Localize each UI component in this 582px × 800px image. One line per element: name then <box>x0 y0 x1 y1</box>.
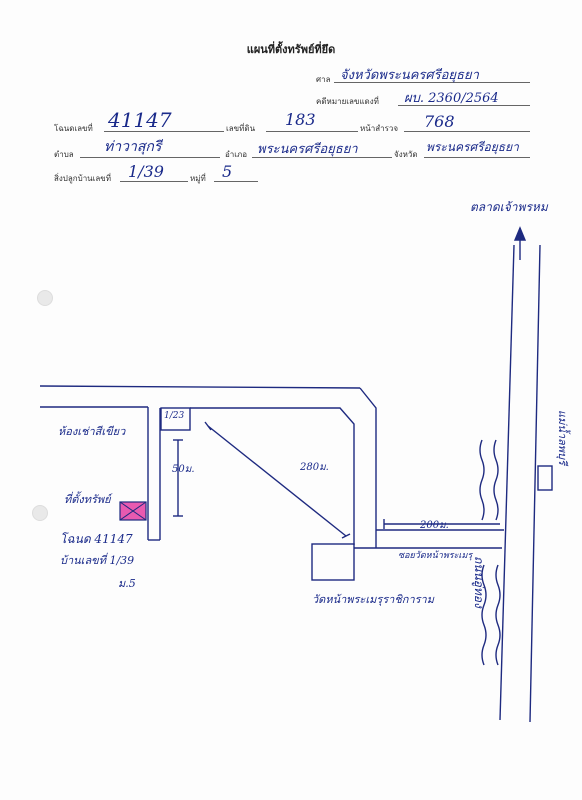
district-value: พระนครศรีอยุธยา <box>257 142 358 157</box>
river-line-3 <box>481 564 487 666</box>
right-building <box>537 465 553 491</box>
main-road-left-edge <box>499 244 515 721</box>
top-road-lower-right <box>190 407 355 545</box>
subdistrict-label: ตำบล <box>54 150 74 159</box>
deed-note: โฉนด 41147 <box>60 532 133 546</box>
house-label: สิ่งปลูกบ้านเลขที่ <box>54 174 112 183</box>
dist-280-tick-a <box>204 421 212 431</box>
market-label: ตลาดเจ้าพรหม <box>470 200 548 214</box>
province-value: พระนครศรีอยุธยา <box>426 140 519 154</box>
road-label: ถนนอู่ทอง <box>472 556 486 608</box>
property-marker-x2 <box>119 501 147 521</box>
survey-value: 768 <box>424 112 455 131</box>
dist-200-label: 200ม. <box>420 520 449 531</box>
case-value: ผบ. 2360/2564 <box>404 91 499 106</box>
house-underline <box>120 181 188 182</box>
property-label: ที่ตั้งทรัพย์ <box>64 493 111 506</box>
temple-label: วัดหน้าพระเมรุราชิการาม <box>312 593 434 606</box>
top-road-bend <box>359 387 377 548</box>
district-label: อำเภอ <box>225 150 248 159</box>
moo-value: 5 <box>222 162 233 181</box>
court-value: จังหวัดพระนครศรีอยุธยา <box>340 68 479 83</box>
punch-hole-bottom <box>32 505 48 521</box>
province-underline <box>424 157 530 158</box>
survey-label: หน้าสำรวจ <box>360 124 399 133</box>
north-arrow-head <box>513 226 527 241</box>
house-note: บ้านเลขที่ 1/39 <box>60 554 135 567</box>
court-label: ศาล <box>316 75 331 84</box>
house-value: 1/39 <box>128 162 164 181</box>
case-underline <box>398 105 530 106</box>
deed-value: 41147 <box>108 108 172 132</box>
subdistrict-underline <box>80 157 220 158</box>
soi-label: ซอยวัดหน้าพระเมรุ <box>398 551 473 561</box>
survey-underline <box>404 131 530 132</box>
province-label: จังหวัด <box>394 150 418 159</box>
document-title: แผนที่ตั้งทรัพย์ที่ยึด <box>246 43 336 56</box>
district-underline <box>252 157 392 158</box>
river-line-2 <box>493 439 499 521</box>
moo-note: ม.5 <box>118 577 136 590</box>
moo-label: หมู่ที่ <box>190 174 206 183</box>
river-label: แม่น้ำลพบุรี <box>556 410 569 465</box>
river-line-1 <box>479 439 485 521</box>
punch-hole-top <box>37 290 53 306</box>
court-underline <box>334 82 530 83</box>
land-no-underline <box>266 131 358 132</box>
moo-underline <box>214 181 258 182</box>
main-road-right-edge <box>529 244 541 723</box>
land-no-value: 183 <box>285 110 316 129</box>
dist-280-label: 280ม. <box>300 462 329 473</box>
dist-280-line <box>207 425 347 537</box>
deed-label: โฉนดเลขที่ <box>54 124 93 133</box>
dist-280-tick-b <box>341 533 351 539</box>
subdistrict-value: ท่าวาสุกรี <box>104 139 162 155</box>
case-label: คดีหมายเลขแดงที่ <box>316 97 379 106</box>
temple-box <box>311 543 355 581</box>
house-1-23-label: 1/23 <box>164 411 185 421</box>
land-no-label: เลขที่ดิน <box>226 124 256 133</box>
house-1-23-box <box>160 407 191 431</box>
left-building-label: ห้องเช่าสีเขียว <box>58 425 126 438</box>
river-line-4 <box>495 564 501 666</box>
deed-underline <box>104 131 224 132</box>
dist-50-label: 50ม. <box>172 464 195 475</box>
top-road-upper-edge <box>39 385 361 389</box>
